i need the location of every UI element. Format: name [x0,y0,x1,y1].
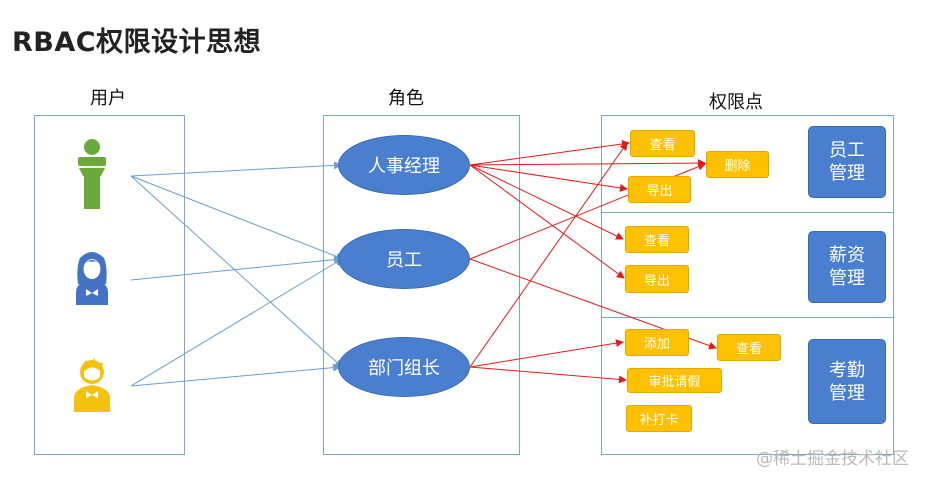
role-employee-label: 员工 [386,250,422,271]
perm-staff-view[interactable]: 查看 [630,130,695,157]
perm-att-approve-leave[interactable]: 审批请假 [627,368,722,393]
group-salary-line2: 管理 [829,268,865,289]
perm-staff-view-label: 查看 [649,138,676,153]
perm-staff-delete-label: 删除 [724,159,751,174]
perm-att-punch-card[interactable]: 补打卡 [626,405,692,432]
role-hr-manager[interactable]: 人事经理 [338,135,470,195]
perm-att-add-label: 添加 [643,337,670,352]
roles-column-label: 角色 [388,88,424,109]
staff-section-divider [601,212,894,213]
role-employee[interactable]: 员工 [338,229,470,289]
role-team-leader[interactable]: 部门组长 [338,337,470,397]
page-title: RBAC权限设计思想 [12,27,262,58]
group-attendance-management[interactable]: 考勤 管理 [808,339,886,424]
role-team-leader-label: 部门组长 [368,358,440,379]
perm-att-punch-card-label: 补打卡 [639,413,679,428]
perm-salary-export[interactable]: 导出 [625,265,689,293]
group-salary-line1: 薪资 [829,245,865,266]
group-attendance-line2: 管理 [829,382,865,404]
users-panel [34,115,185,455]
perm-salary-view[interactable]: 查看 [625,226,689,253]
role-hr-manager-label: 人事经理 [368,156,440,177]
salary-section-divider [601,317,894,318]
perm-staff-export-label: 导出 [646,184,673,199]
perm-salary-export-label: 导出 [643,273,670,289]
group-staff-line1: 员工 [829,140,865,161]
perm-staff-delete[interactable]: 删除 [706,151,769,178]
group-attendance-line1: 考勤 [829,359,865,381]
group-staff-line2: 管理 [829,163,865,184]
users-column-label: 用户 [90,88,126,109]
perm-att-approve-leave-label: 审批请假 [648,375,701,390]
group-staff-management[interactable]: 员工 管理 [808,126,886,198]
watermark: @稀土掘金技术社区 [756,449,909,469]
permissions-column-label: 权限点 [709,92,763,113]
perm-att-add[interactable]: 添加 [625,329,689,356]
perm-salary-view-label: 查看 [643,234,670,249]
perm-att-view[interactable]: 查看 [717,334,781,361]
perm-staff-export[interactable]: 导出 [628,176,691,203]
perm-att-view-label: 查看 [735,342,762,357]
group-salary-management[interactable]: 薪资 管理 [808,231,886,303]
